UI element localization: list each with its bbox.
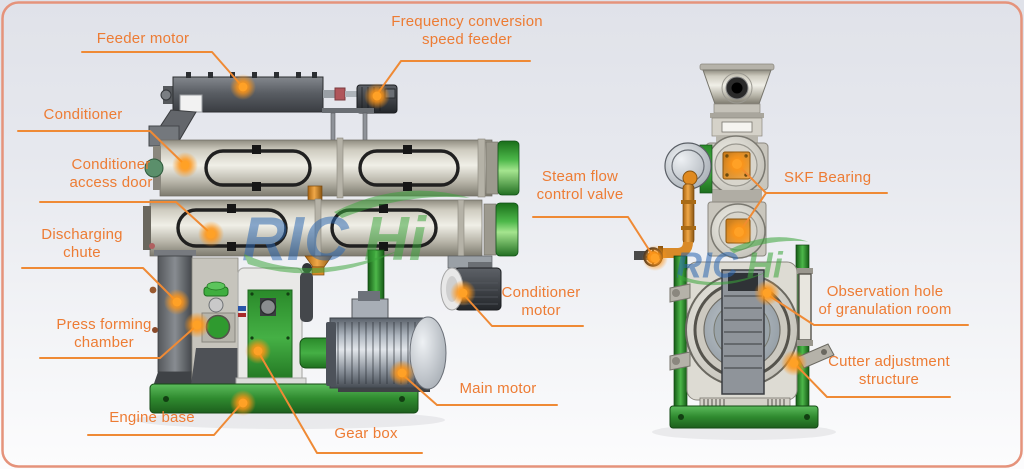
label-observation-hole: Observation hole of granulation room: [818, 283, 952, 318]
dot-feeder-motor: [230, 74, 256, 100]
dot-skf-upper: [724, 151, 750, 177]
dot-gear-box: [245, 338, 271, 364]
leader-engine-base: [87, 403, 242, 436]
label-steam-flow-control-valve: Steam flow control valve: [536, 168, 624, 203]
dot-frequency-feeder: [364, 83, 390, 109]
dot-discharging-chute: [164, 289, 190, 315]
gear-box: [235, 263, 313, 392]
leader-conditioner-motor: [463, 294, 584, 327]
label-cutter-adjustment: Cutter adjustment structure: [828, 353, 950, 388]
feed-hopper: [699, 63, 775, 145]
dot-engine-base: [230, 390, 256, 416]
label-conditioner-access-door: Conditioner access door: [69, 156, 153, 191]
conditioner-cylinder-1: [144, 137, 520, 199]
leader-discharging-chute: [21, 267, 176, 301]
leader-cutter-adjustment: [795, 364, 951, 398]
label-frequency-conversion-speed-feeder: Frequency conversion speed feeder: [391, 13, 543, 48]
dot-cutter-adjustment: [781, 350, 807, 376]
svg-text:Hi: Hi: [747, 244, 784, 285]
label-skf-bearing: SKF Bearing: [784, 169, 872, 186]
shadow-left: [135, 411, 445, 429]
leader-main-motor: [402, 374, 558, 406]
dot-observation-hole: [754, 280, 780, 306]
dot-conditioner-motor: [450, 280, 476, 306]
feeder-conveyor: [148, 72, 398, 152]
highlight-dots: [164, 74, 807, 416]
label-discharging-chute: Discharging chute: [41, 226, 123, 261]
label-main-motor: Main motor: [459, 380, 537, 397]
front-machine-base: [669, 405, 819, 429]
label-engine-base: Engine base: [109, 409, 195, 426]
leader-press-forming-chamber: [39, 326, 196, 359]
leader-steam-valve: [532, 216, 654, 257]
dot-main-motor: [389, 360, 415, 386]
housing-joint: [712, 190, 762, 202]
leader-conditioner: [17, 130, 184, 164]
richi-watermark-large: RIC Hi: [242, 190, 470, 274]
dot-access-door: [198, 221, 224, 247]
leader-gear-box: [258, 352, 423, 454]
label-conditioner: Conditioner: [43, 106, 123, 123]
label-conditioner-motor: Conditioner motor: [501, 284, 581, 319]
main-motor: [326, 291, 447, 392]
label-press-forming-chamber: Press forming chamber: [56, 316, 152, 351]
richi-watermark-small: RIC Hi: [676, 237, 809, 285]
dot-conditioner: [172, 152, 198, 178]
leader-observation-hole: [767, 294, 969, 326]
leader-lines: [17, 51, 969, 454]
leader-feeder-motor: [81, 51, 242, 86]
dot-steam-valve: [642, 245, 668, 271]
conditioner-motor-front: [664, 142, 713, 194]
label-feeder-motor: Feeder motor: [96, 30, 190, 47]
leader-frequency-feeder: [377, 60, 531, 94]
dot-skf-lower: [726, 219, 752, 245]
dot-press-forming: [184, 312, 210, 338]
side-view-machine: [143, 72, 520, 414]
watermark-text-hi: Hi: [364, 205, 428, 274]
observation-window: [797, 268, 813, 346]
leader-conditioner-access-door: [39, 201, 210, 233]
label-gear-box: Gear box: [334, 425, 398, 442]
